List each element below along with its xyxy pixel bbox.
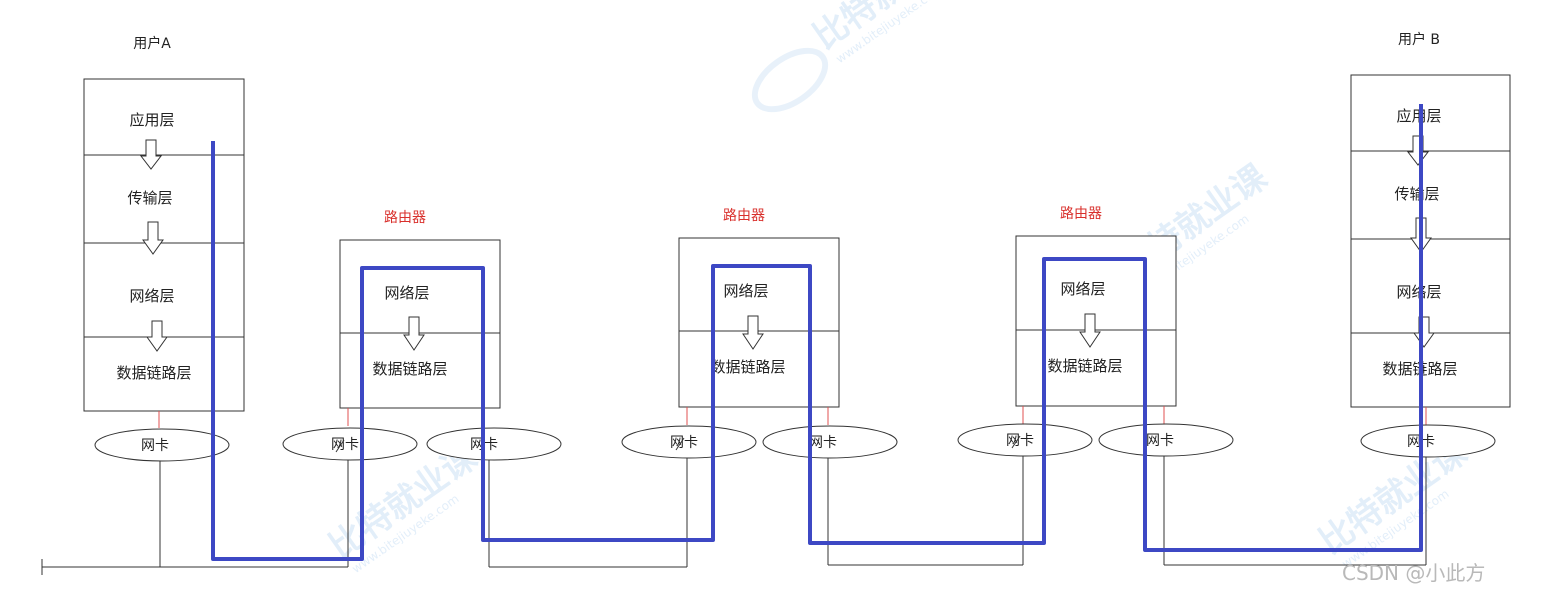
data-flow-path (211, 104, 1423, 561)
nic-marks (335, 435, 1021, 453)
csdn-credit: CSDN @小此方 (1342, 561, 1485, 585)
layer-network: 网络层 (723, 282, 768, 300)
nic-label: 网卡 (670, 435, 698, 451)
nic-label: 网卡 (331, 437, 359, 453)
arrow-down-icon (142, 221, 164, 255)
nic-label: 网卡 (809, 435, 837, 451)
router-2: 路由器 网络层 数据链路层 网卡 网卡 (621, 208, 898, 567)
layer-network: 网络层 (1060, 280, 1105, 298)
user-b-host: 用户 B 应用层 传输层 网络层 数据链路层 网卡 (1350, 31, 1511, 565)
nic-label: 网卡 (141, 438, 169, 454)
arrow-down-icon (146, 320, 168, 352)
router-title: 路由器 (723, 208, 765, 224)
router-title: 路由器 (384, 210, 426, 226)
layer-datalink: 数据链路层 (372, 360, 447, 378)
layer-network: 网络层 (129, 287, 174, 305)
layer-datalink: 数据链路层 (1047, 357, 1122, 375)
user-a-title: 用户A (133, 35, 171, 52)
user-a-host: 用户A 应用层 传输层 网络层 数据链路层 网卡 (83, 35, 245, 567)
arrow-down-icon (1079, 313, 1101, 348)
arrow-down-icon (742, 315, 764, 350)
layer-transport: 传输层 (1394, 185, 1439, 203)
layer-datalink: 数据链路层 (116, 364, 191, 382)
layer-transport: 传输层 (127, 189, 172, 207)
layer-network: 网络层 (384, 284, 429, 302)
router-title: 路由器 (1060, 206, 1102, 222)
arrow-down-icon (139, 139, 163, 170)
layer-datalink: 数据链路层 (710, 358, 785, 376)
nic-label: 网卡 (1006, 433, 1034, 449)
layer-application: 应用层 (129, 111, 174, 129)
nic-label: 网卡 (1146, 433, 1174, 449)
arrow-down-icon (403, 316, 425, 351)
user-b-title: 用户 B (1398, 31, 1440, 48)
